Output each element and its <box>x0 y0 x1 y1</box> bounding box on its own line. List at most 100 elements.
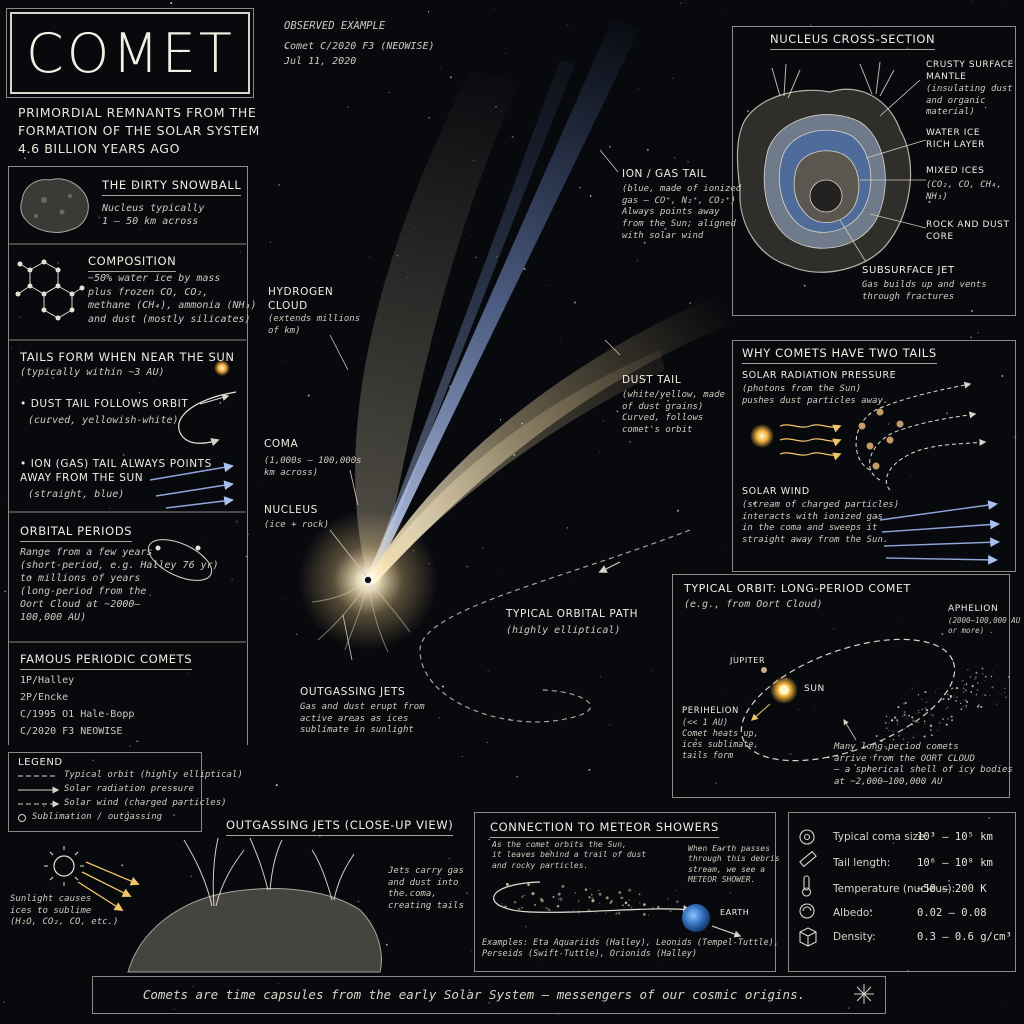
star <box>930 770 932 772</box>
oort-dot <box>982 694 983 696</box>
star <box>876 516 879 519</box>
star <box>427 11 430 13</box>
oort-dot <box>951 688 953 690</box>
famous-comets-heading: FAMOUS PERIODIC COMETS <box>20 652 193 670</box>
star <box>573 301 576 304</box>
debris-dot <box>590 893 593 896</box>
star <box>559 337 561 339</box>
star <box>672 894 674 896</box>
star <box>927 819 929 821</box>
debris-dot <box>642 912 646 916</box>
perihelion-label: PERIHELION <box>682 706 739 716</box>
oort-dot <box>955 699 957 702</box>
star <box>680 2 682 4</box>
meteor-panel <box>474 812 776 972</box>
star <box>599 676 602 678</box>
debris-dot <box>561 884 565 888</box>
subtitle: Primordial remnants from the formation o… <box>18 105 260 157</box>
star <box>439 942 441 944</box>
debris-dot <box>577 910 581 914</box>
oort-dot <box>888 722 890 725</box>
meteor-trail-text: As the comet orbits the Sun, it leaves b… <box>492 840 647 870</box>
oort-dot <box>923 735 926 738</box>
star <box>469 235 471 236</box>
star <box>18 316 21 318</box>
water-ice-label: WATER ICE RICH LAYER <box>926 128 985 150</box>
oort-dot <box>875 750 876 752</box>
typical-orbit-note: (e.g., from Oort Cloud) <box>684 599 823 610</box>
debris-dot <box>531 892 535 896</box>
dirty-snowball-heading: THE DIRTY SNOWBALL <box>102 178 242 196</box>
star <box>98 216 100 219</box>
star <box>24 351 27 354</box>
oort-dot <box>887 756 890 759</box>
star <box>643 241 646 244</box>
oort-dot <box>903 703 905 705</box>
debris-dot <box>638 893 641 896</box>
debris-dot <box>513 900 517 904</box>
star <box>907 970 909 972</box>
oort-dot <box>955 686 958 690</box>
orbital-path-note: (highly elliptical) <box>506 625 621 636</box>
oort-dot <box>911 717 913 719</box>
oort-dot <box>974 676 977 679</box>
oort-dot <box>982 706 984 708</box>
ion-tail-fact: • ION (GAS) TAIL ALWAYS POINTS AWAY FROM… <box>20 458 212 484</box>
star <box>511 135 514 138</box>
star <box>129 745 132 747</box>
star <box>990 631 992 634</box>
oort-dot <box>912 719 915 722</box>
coma-note: (1,000s – 100,000s km across) <box>264 456 362 478</box>
star <box>616 410 619 413</box>
star <box>990 914 992 916</box>
oort-dot <box>962 706 964 708</box>
star <box>253 494 255 495</box>
star <box>798 709 800 711</box>
oort-dot <box>997 665 998 666</box>
star <box>727 689 728 691</box>
dust-tail-note: (white/yellow, made of dust grains) Curv… <box>622 390 725 436</box>
star <box>3 1001 5 1003</box>
debris-dot <box>540 898 543 900</box>
star <box>277 983 279 985</box>
star <box>599 451 601 452</box>
long-period-orbit-figure <box>740 638 956 762</box>
famous-comet-2: 2P/Encke <box>20 692 69 703</box>
star <box>486 742 488 743</box>
orbit-ellipse-icon <box>147 539 213 581</box>
star <box>347 106 349 109</box>
oort-dot <box>965 706 967 708</box>
oort-dot <box>902 738 905 740</box>
oort-dot <box>896 719 899 722</box>
star <box>172 38 173 39</box>
debris-dot <box>622 897 624 899</box>
star <box>405 894 407 897</box>
debris-dot <box>531 884 533 885</box>
star <box>475 256 477 259</box>
oort-dot <box>937 729 939 731</box>
oort-dot <box>917 694 920 696</box>
debris-dot <box>604 912 607 914</box>
oort-dot <box>992 671 993 673</box>
hydrogen-cloud-label: HYDROGEN CLOUD <box>268 286 334 312</box>
star <box>540 965 542 966</box>
oort-dot <box>933 701 935 703</box>
oort-dot <box>984 680 986 682</box>
jets-closeup-heading: OUTGASSING JETS (CLOSE-UP VIEW) <box>226 818 454 836</box>
oort-dot <box>884 722 887 724</box>
star <box>733 654 735 655</box>
nucleus-marker <box>363 575 373 585</box>
oort-cloud-note: Many long-period comets arrive from the … <box>834 742 1013 788</box>
star <box>77 111 79 113</box>
star <box>170 2 173 4</box>
debris-dot <box>617 911 621 915</box>
oort-dot <box>986 689 988 691</box>
debris-dot <box>639 902 641 904</box>
oort-dot <box>1003 692 1005 694</box>
star <box>235 520 238 523</box>
star <box>695 738 698 741</box>
star <box>92 759 95 762</box>
typical-orbit-heading: TYPICAL ORBIT: LONG-PERIOD COMET <box>684 582 911 595</box>
star <box>149 594 151 596</box>
star <box>915 581 916 583</box>
